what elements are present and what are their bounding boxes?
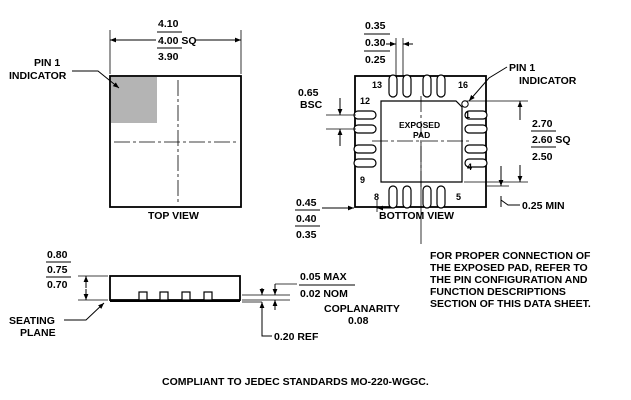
- jedec-compliance-footer: COMPLIANT TO JEDEC STANDARDS MO-220-WGGC…: [162, 376, 429, 388]
- bottom-view-pin1-callout: PIN 1 INDICATOR: [468, 62, 577, 102]
- pin-number-9: 9: [360, 175, 365, 185]
- min-clearance-dimension: 0.25 MIN: [487, 166, 565, 212]
- ref-thickness-value: 0.20 REF: [274, 331, 319, 343]
- bottom-view-pin1-label-line1: PIN 1: [509, 62, 535, 74]
- note-line3: THE PIN CONFIGURATION AND: [430, 274, 588, 286]
- pin-number-12: 12: [360, 96, 370, 106]
- note-line4: FUNCTION DESCRIPTIONS: [430, 286, 566, 298]
- pin-width-min: 0.25: [365, 54, 386, 66]
- side-view-package-body: [109, 275, 241, 301]
- top-view: 4.10 4.00 SQ 3.90 PIN 1 INDICATOR TOP VI…: [9, 18, 242, 222]
- pad-size-max: 2.70: [532, 118, 553, 130]
- seating-plane-line1: SEATING: [9, 315, 55, 327]
- note-line5: SECTION OF THIS DATA SHEET.: [430, 298, 591, 310]
- pin-number-4: 4: [467, 162, 472, 172]
- top-view-label: TOP VIEW: [148, 210, 199, 222]
- standoff-max: 0.05 MAX: [300, 271, 347, 283]
- top-view-pin1-label-line2: INDICATOR: [9, 70, 67, 82]
- pin-number-5: 5: [456, 192, 461, 202]
- note-line2: THE EXPOSED PAD, REFER TO: [430, 262, 588, 274]
- exposed-pad: [380, 100, 463, 183]
- pin-length-max: 0.45: [296, 197, 317, 209]
- ref-thickness-dimension: 0.20 REF: [242, 288, 319, 343]
- pin-length-nom: 0.40: [296, 213, 317, 225]
- pad-size-nom: 2.60 SQ: [532, 134, 571, 146]
- coplanarity-value: 0.08: [348, 315, 369, 327]
- height-nom: 0.75: [47, 264, 68, 276]
- pitch-dimension: 0.65 BSC: [298, 87, 356, 146]
- pin1-indicator-area: [111, 77, 157, 123]
- coplanarity-label: COPLANARITY: [324, 303, 400, 315]
- height-dimension: 0.80 0.75 0.70: [46, 249, 108, 301]
- pins-left-column: [353, 110, 377, 168]
- side-view: 0.80 0.75 0.70 0.05 MAX 0.0: [9, 249, 400, 343]
- pin-number-16: 16: [458, 80, 468, 90]
- min-clearance-value: 0.25 MIN: [522, 200, 565, 212]
- bottom-view-label: BOTTOM VIEW: [379, 210, 454, 222]
- pin-number-1: 1: [465, 110, 470, 120]
- top-view-dim-min: 3.90: [158, 51, 179, 63]
- height-max: 0.80: [47, 249, 68, 261]
- pins-bottom-row: [388, 185, 446, 209]
- bottom-view: 0.35 0.30 0.25: [295, 20, 577, 241]
- pin-number-13: 13: [372, 80, 382, 90]
- standoff-nom: 0.02 NOM: [300, 288, 348, 300]
- pin-width-nom: 0.30: [365, 37, 386, 49]
- pin-length-dimension: 0.45 0.40 0.35: [295, 197, 393, 241]
- exposed-pad-label-line2: PAD: [413, 130, 430, 140]
- standoff-dimension: 0.05 MAX 0.02 NOM: [242, 271, 355, 310]
- seating-plane-line2: PLANE: [20, 327, 56, 339]
- pin1-dot: [461, 100, 469, 108]
- pins-top-row: [388, 74, 446, 98]
- top-view-pin1-callout: PIN 1 INDICATOR: [9, 57, 120, 89]
- height-min: 0.70: [47, 279, 68, 291]
- top-view-dim-max: 4.10: [158, 18, 179, 30]
- pad-size-dimension: 2.70 2.60 SQ 2.50: [464, 100, 571, 183]
- pin-length-min: 0.35: [296, 229, 317, 241]
- exposed-pad-note: FOR PROPER CONNECTION OF THE EXPOSED PAD…: [420, 141, 591, 310]
- top-view-dim-nom: 4.00 SQ: [158, 35, 197, 47]
- bottom-view-pin1-label-line2: INDICATOR: [519, 75, 577, 87]
- exposed-pad-label-line1: EXPOSED: [399, 120, 440, 130]
- pins-right-column: [464, 110, 488, 168]
- seating-plane-callout: SEATING PLANE: [9, 302, 105, 339]
- pin-width-dimension: 0.35 0.30 0.25: [364, 20, 413, 78]
- top-view-width-dimension: 4.10 4.00 SQ 3.90: [109, 18, 242, 74]
- pin-number-8: 8: [374, 192, 379, 202]
- pitch-value: 0.65: [298, 87, 319, 99]
- top-view-pin1-label-line1: PIN 1: [34, 57, 60, 69]
- note-line1: FOR PROPER CONNECTION OF: [430, 250, 591, 262]
- pad-size-min: 2.50: [532, 151, 553, 163]
- pitch-bsc-label: BSC: [300, 99, 323, 111]
- pin-width-max: 0.35: [365, 20, 386, 32]
